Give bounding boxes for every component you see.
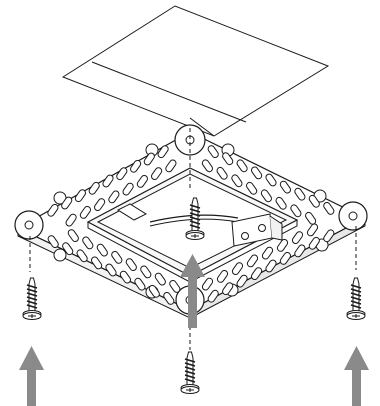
phillips-screw-icon xyxy=(346,277,366,321)
up-arrow-icon xyxy=(344,346,369,406)
ceiling-tile xyxy=(61,5,330,137)
up-arrow-icon xyxy=(180,254,205,328)
phillips-screw-icon xyxy=(22,277,42,321)
up-arrow-icon xyxy=(19,346,44,406)
spring-clip-mechanism xyxy=(116,203,283,247)
phillips-screw-icon xyxy=(180,351,200,395)
